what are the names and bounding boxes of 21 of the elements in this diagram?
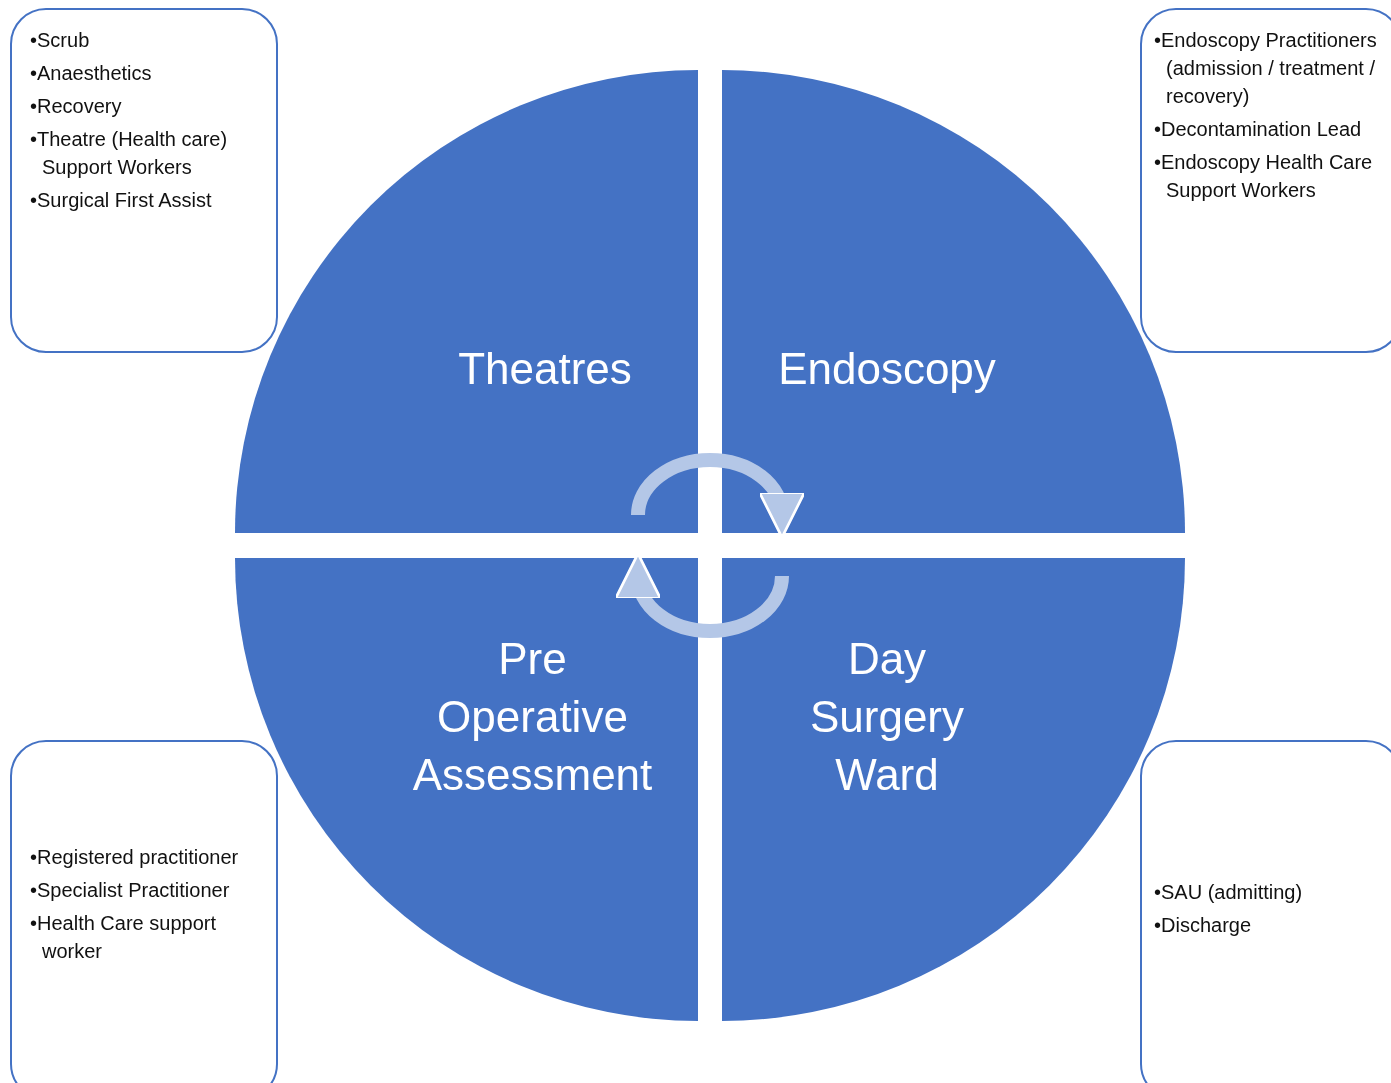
bullet-item: •Theatre (Health care) Support Workers — [30, 127, 229, 180]
bullet-item: •Registered practitioner — [30, 845, 240, 870]
text-panel — [1140, 740, 1391, 1083]
segment-title: Theatres — [457, 343, 633, 395]
bullet-item: •SAU (admitting) — [1154, 880, 1304, 905]
bullet-item: •Recovery — [30, 94, 123, 119]
bullet-item: •Discharge — [1154, 913, 1253, 938]
segment-title: Day Surgery Ward — [808, 633, 966, 801]
bullet-item: •Endoscopy Health Care Support Workers — [1154, 150, 1374, 203]
bullet-item: •Endoscopy Practitioners (admission / treatment / recovery) — [1154, 28, 1378, 109]
segment-title: Endoscopy — [777, 343, 997, 395]
bullet-item: •Specialist Practitioner — [30, 878, 231, 903]
text-panel — [10, 8, 278, 353]
bullet-item: •Surgical First Assist — [30, 188, 213, 213]
bullet-item: •Anaesthetics — [30, 61, 153, 86]
text-panel — [10, 740, 278, 1083]
segment-title: Pre Operative Assessment — [411, 633, 654, 801]
text-panel — [1140, 8, 1391, 353]
bullet-item: •Health Care support worker — [30, 911, 217, 964]
bullet-item: •Decontamination Lead — [1154, 117, 1363, 142]
bullet-item: •Scrub — [30, 28, 91, 53]
